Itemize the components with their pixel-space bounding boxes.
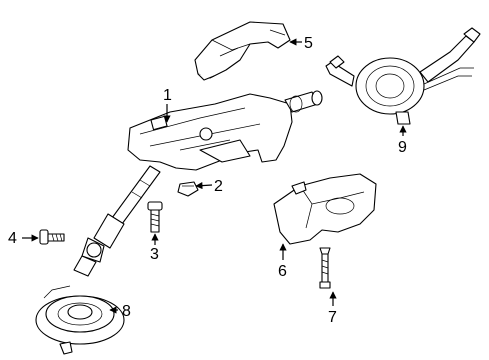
bolt-illustration [147, 201, 163, 233]
nut-illustration [177, 181, 199, 197]
leader-2 [195, 182, 213, 190]
upper-shroud-illustration [194, 21, 291, 81]
callout-8: 8 [122, 303, 131, 320]
boot-seal-illustration [35, 285, 125, 355]
callout-1: 1 [163, 87, 172, 104]
callout-2: 2 [214, 178, 223, 195]
lower-shroud-illustration [273, 173, 377, 245]
callout-9: 9 [398, 139, 407, 156]
steering-column-illustration [73, 90, 323, 277]
callout-6: 6 [278, 263, 287, 280]
callout-7: 7 [328, 309, 337, 326]
callout-5: 5 [304, 35, 313, 52]
pinch-bolt-illustration [39, 229, 65, 245]
clockspring-switch-illustration [325, 27, 481, 125]
callout-4: 4 [8, 230, 17, 247]
shroud-screw-illustration [319, 247, 331, 289]
callout-3: 3 [150, 246, 159, 263]
